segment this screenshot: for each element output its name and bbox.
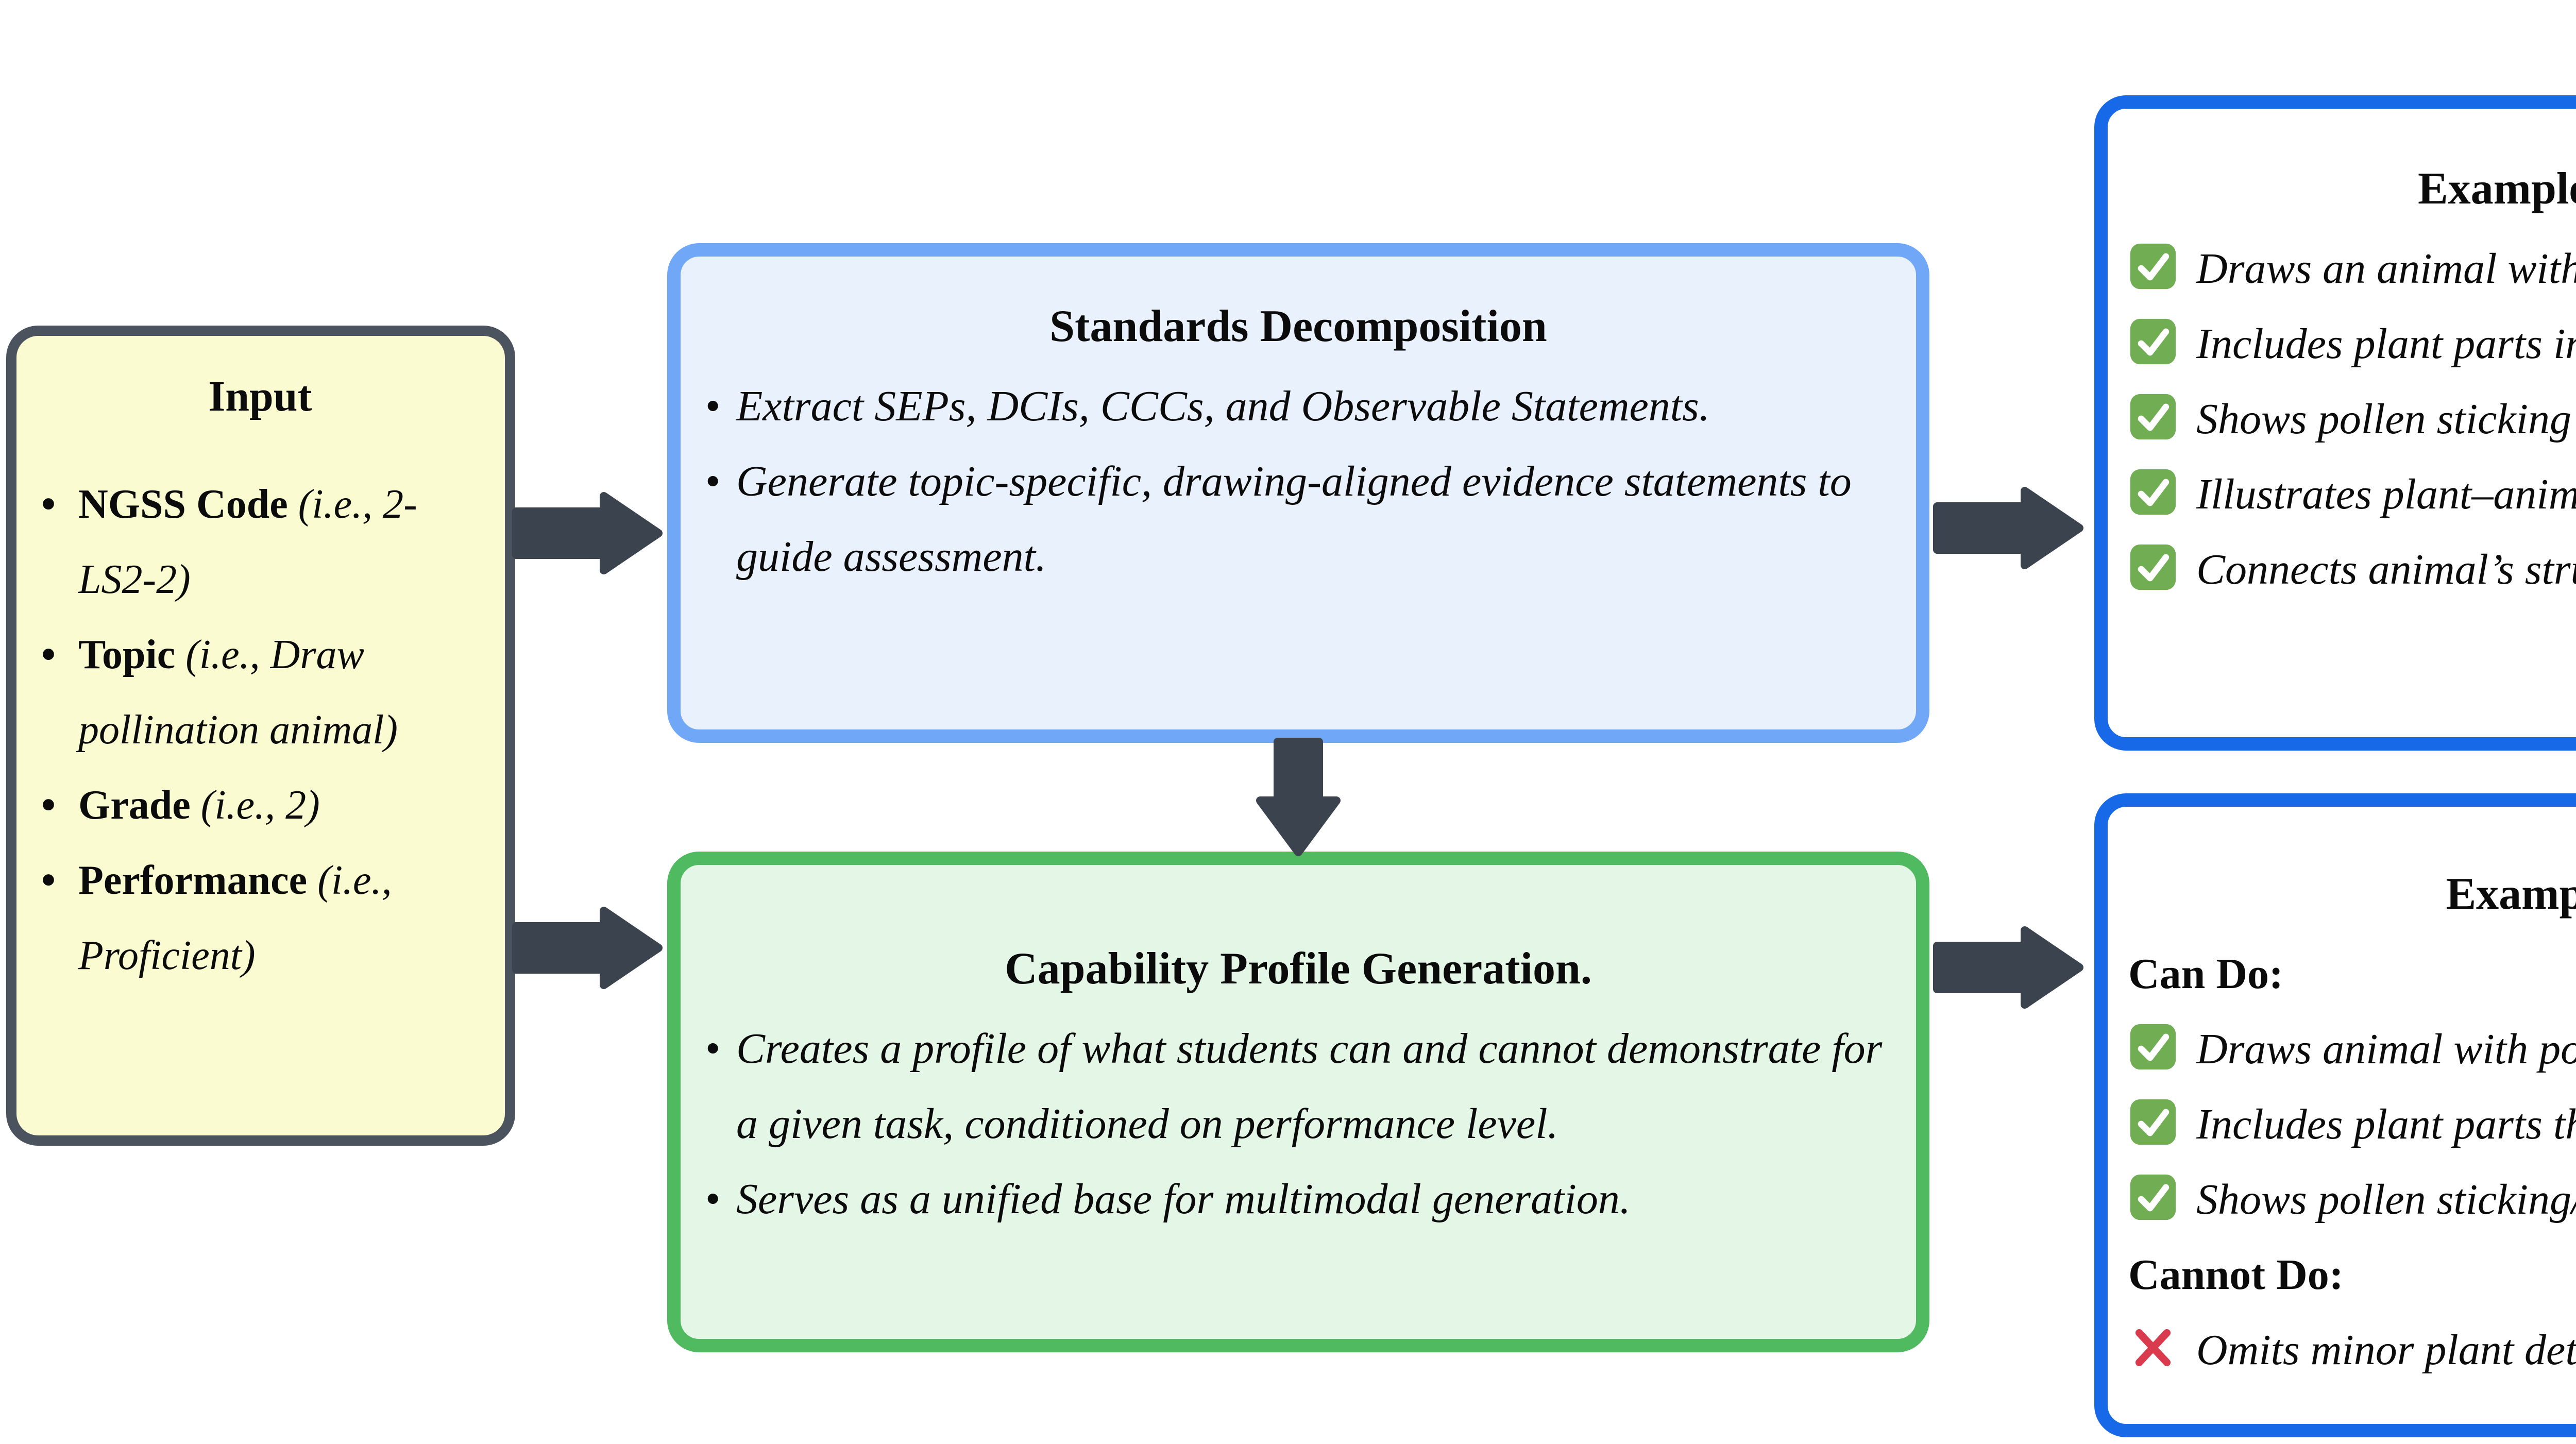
list-item: Shows pollen sticking to and moving with…	[2128, 382, 2576, 457]
profile-item-text: Draws animal with pollination features.	[2196, 1025, 2576, 1073]
list-item: Connects animal’s structure to its polli…	[2128, 532, 2576, 607]
list-item: Performance (i.e., Proficient)	[37, 843, 483, 993]
list-item: Grade (i.e., 2)	[37, 768, 483, 843]
evidence-item-text: Connects animal’s structure to its polli…	[2196, 546, 2576, 593]
evidence-box-list: Draws an animal with features aiding pol…	[2128, 231, 2576, 607]
list-item: Extract SEPs, DCIs, CCCs, and Observable…	[702, 369, 1894, 444]
example-capability-profile-box: Example Capability Profile Can Do: Draws…	[2094, 793, 2576, 1437]
check-icon	[2130, 318, 2176, 365]
check-icon	[2130, 1099, 2176, 1145]
evidence-box-title: Example Evidence Statements	[2417, 164, 2576, 214]
check-icon	[2130, 243, 2176, 290]
check-icon	[2130, 394, 2176, 440]
profile-item-text: Omits minor plant details (e.g., leaves)	[2196, 1326, 2576, 1374]
evidence-item-text: Includes plant parts interacting with th…	[2196, 320, 2576, 368]
list-item: Generate topic-specific, drawing-aligned…	[702, 444, 1894, 594]
standards-decomposition-box: Standards Decomposition Extract SEPs, DC…	[667, 243, 1929, 743]
standards-box-list: Extract SEPs, DCIs, CCCs, and Observable…	[702, 369, 1894, 594]
capability-box-list: Creates a profile of what students can a…	[702, 1011, 1894, 1237]
list-item: Omits minor plant details (e.g., leaves)	[2128, 1313, 2576, 1388]
list-item: Topic (i.e., Draw pollination animal)	[37, 617, 483, 768]
example-evidence-statements-box: Example Evidence Statements Draws an ani…	[2094, 95, 2576, 751]
list-item: Illustrates plant–animal relationship in…	[2128, 457, 2576, 532]
evidence-item-text: Shows pollen sticking to and moving with…	[2196, 395, 2576, 443]
cannot-do-label: Cannot Do:	[2128, 1251, 2344, 1299]
list-item: Serves as a unified base for multimodal …	[702, 1162, 1894, 1237]
capability-box-title: Capability Profile Generation.	[1005, 944, 1592, 994]
input-box-list: NGSS Code (i.e., 2-LS2-2) Topic (i.e., D…	[37, 467, 483, 993]
profile-item-text: Shows pollen sticking/moving with animal…	[2196, 1176, 2576, 1224]
input-item-label: Performance	[78, 858, 308, 903]
input-box: Input NGSS Code (i.e., 2-LS2-2) Topic (i…	[6, 326, 515, 1146]
profile-box-list: Can Do: Draws animal with pollination fe…	[2128, 937, 2576, 1388]
list-item: Draws animal with pollination features.	[2128, 1012, 2576, 1087]
input-item-label: Topic	[78, 632, 176, 677]
input-item-example: (i.e., 2-LS2-2)	[78, 482, 417, 602]
arrow-standards-to-evidence	[1933, 487, 2083, 569]
arrow-standards-to-capability	[1256, 738, 1341, 856]
input-item-example: (i.e., Draw pollination animal)	[78, 632, 398, 753]
arrow-input-to-capability	[512, 907, 663, 989]
check-icon	[2130, 544, 2176, 590]
check-icon	[2130, 1174, 2176, 1220]
list-item: Creates a profile of what students can a…	[702, 1011, 1894, 1162]
arrow-capability-to-profile	[1933, 926, 2083, 1009]
standards-box-title: Standards Decomposition	[1049, 301, 1547, 351]
evidence-item-text: Draws an animal with features aiding pol…	[2196, 245, 2576, 293]
list-item: Shows pollen sticking/moving with animal…	[2128, 1162, 2576, 1237]
input-item-label: NGSS Code	[78, 482, 288, 527]
check-icon	[2130, 1024, 2176, 1070]
input-item-label: Grade	[78, 783, 191, 828]
cross-icon	[2135, 1329, 2171, 1366]
input-box-title: Input	[208, 372, 312, 420]
input-item-example: (i.e., Proficient)	[78, 858, 392, 978]
list-item: Includes plant parts that interact.	[2128, 1087, 2576, 1162]
input-item-example: (i.e., 2)	[200, 783, 320, 828]
evidence-item-text: Illustrates plant–animal relationship in…	[2196, 470, 2576, 518]
list-item: NGSS Code (i.e., 2-LS2-2)	[37, 467, 483, 617]
can-do-label: Can Do:	[2128, 950, 2284, 998]
list-item: Includes plant parts interacting with th…	[2128, 307, 2576, 382]
capability-profile-generation-box: Capability Profile Generation. Creates a…	[667, 852, 1929, 1352]
profile-item-text: Includes plant parts that interact.	[2196, 1100, 2576, 1148]
check-icon	[2130, 469, 2176, 515]
list-item: Draws an animal with features aiding pol…	[2128, 231, 2576, 307]
profile-box-title: Example Capability Profile	[2446, 869, 2576, 919]
arrow-input-to-standards	[512, 492, 663, 574]
